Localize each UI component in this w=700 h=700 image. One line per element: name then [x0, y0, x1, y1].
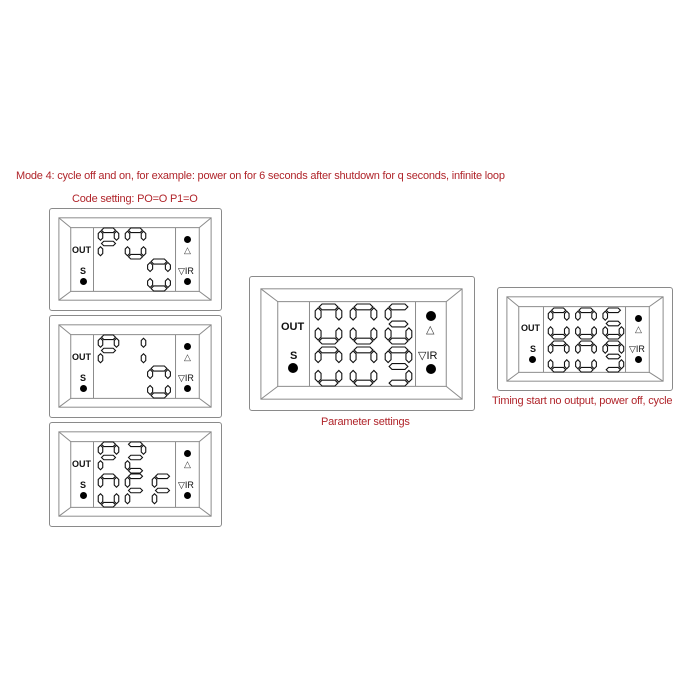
seven-segment-row — [97, 473, 171, 508]
down-ir-label: ▽IR — [178, 373, 194, 383]
out-label: OUT — [72, 352, 91, 362]
s-button-icon[interactable] — [288, 363, 298, 373]
down-ir-button-icon[interactable] — [426, 364, 436, 374]
seven-segment-row — [314, 303, 413, 345]
s-button-icon[interactable] — [80, 385, 87, 392]
bezel-lines — [260, 288, 463, 400]
seven-segment-row — [147, 258, 171, 292]
out-label: OUT — [521, 323, 540, 333]
s-label: S — [80, 480, 87, 490]
up-button-icon[interactable] — [426, 311, 436, 321]
parameter-settings-caption: Parameter settings — [321, 416, 410, 428]
seven-segment-row — [97, 441, 147, 474]
display-panel-timing: OUT S △ ▽IR — [497, 287, 673, 391]
down-ir-button-icon[interactable] — [635, 356, 642, 363]
down-ir-label: ▽IR — [629, 344, 645, 354]
down-ir-label: ▽IR — [178, 266, 194, 276]
up-button-icon[interactable] — [635, 315, 642, 322]
display-panel-p2: OUT S △ ▽IR — [49, 422, 222, 527]
up-arrow-icon: △ — [635, 324, 642, 334]
out-label: OUT — [72, 459, 91, 469]
s-label: S — [80, 373, 87, 383]
mode-title: Mode 4: cycle off and on, for example: p… — [16, 170, 505, 182]
up-arrow-icon: △ — [184, 245, 191, 255]
display-panel-p0: OUT S △ ▽IR — [49, 208, 222, 311]
up-button-icon[interactable] — [184, 450, 191, 457]
s-label: S — [530, 344, 537, 354]
s-button-icon[interactable] — [80, 278, 87, 285]
out-label: OUT — [281, 321, 305, 333]
down-ir-label: ▽IR — [418, 350, 438, 362]
display-panel-p1: OUT S △ ▽IR — [49, 315, 222, 418]
down-ir-button-icon[interactable] — [184, 278, 191, 285]
seven-segment-row — [547, 340, 625, 373]
up-arrow-icon: △ — [184, 352, 191, 362]
down-ir-label: ▽IR — [178, 480, 194, 490]
bezel-lines — [58, 324, 212, 408]
s-label: S — [80, 266, 87, 276]
seven-segment-row — [147, 365, 171, 399]
s-button-icon[interactable] — [80, 492, 87, 499]
up-button-icon[interactable] — [184, 236, 191, 243]
s-label: S — [290, 350, 298, 362]
down-ir-button-icon[interactable] — [184, 492, 191, 499]
up-arrow-icon: △ — [184, 459, 191, 469]
up-button-icon[interactable] — [184, 343, 191, 350]
down-ir-button-icon[interactable] — [184, 385, 191, 392]
code-setting-caption: Code setting: PO=O P1=O — [72, 193, 198, 205]
up-arrow-icon: △ — [426, 324, 435, 336]
display-panel-parameter: OUT S △ ▽IR — [249, 276, 475, 411]
out-label: OUT — [72, 245, 91, 255]
timing-caption: Timing start no output, power off, cycle — [492, 395, 673, 407]
seven-segment-row — [314, 346, 413, 387]
seven-segment-row — [97, 334, 147, 364]
seven-segment-row — [547, 307, 625, 340]
seven-segment-row — [97, 227, 147, 260]
s-button-icon[interactable] — [529, 356, 536, 363]
